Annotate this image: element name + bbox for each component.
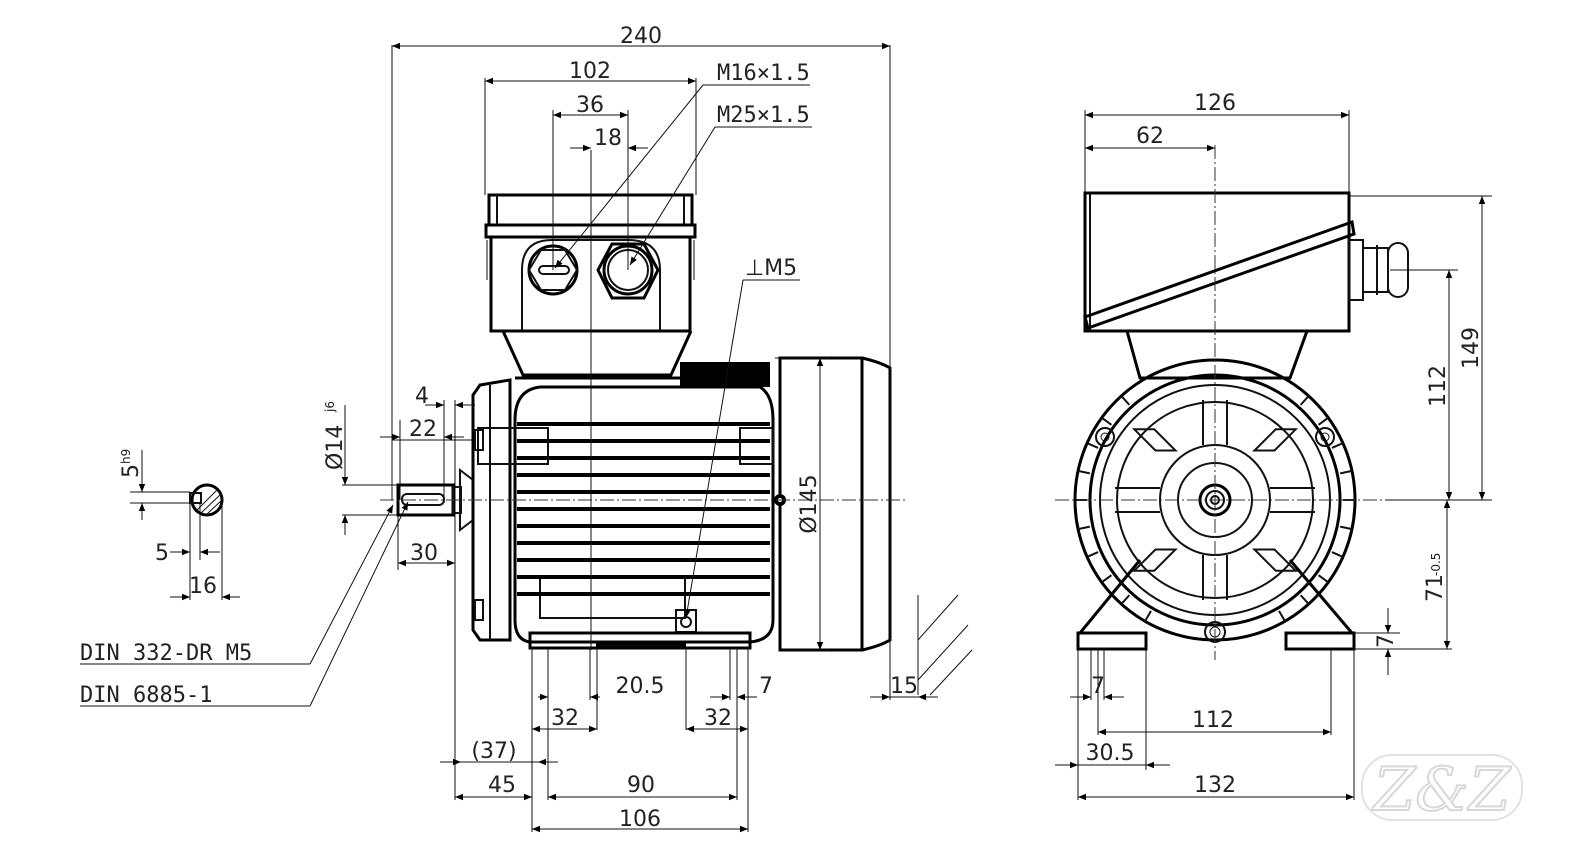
watermark-text: Z&Z	[1372, 755, 1512, 825]
dim-foot-spacing: 90	[627, 773, 655, 798]
label-earth-thread: ⊥M5	[745, 256, 797, 281]
frame-fin	[1317, 574, 1329, 584]
dim-foot-slot: 7	[759, 674, 773, 699]
dim-shaft-to-foot: 45	[488, 773, 516, 798]
dim-gland-spacing: 36	[576, 93, 604, 118]
dim-box-center: 62	[1136, 124, 1164, 149]
dim-box-width: 126	[1194, 91, 1236, 116]
dim-shaft-tolerance: j6	[323, 401, 337, 413]
dim-gland-height: 112	[1426, 365, 1451, 407]
end-ribs	[1075, 395, 1355, 622]
frame-fin	[1101, 416, 1113, 426]
dim-fan-clearance: 15	[890, 674, 918, 699]
frame-fin	[1278, 610, 1286, 622]
fan-cover	[774, 356, 892, 652]
frame-fin	[1086, 551, 1099, 558]
frame-fin	[1339, 469, 1353, 475]
frame-fin	[1144, 610, 1152, 622]
frame-fin	[1101, 574, 1113, 584]
frame-fin	[1331, 442, 1344, 449]
side-view	[380, 150, 905, 652]
dim-shaft-height: 71	[1423, 574, 1448, 602]
end-rib-diagonal	[1131, 548, 1178, 572]
frame-fin	[1077, 469, 1091, 475]
callout-center-hole: DIN 332-DR M5	[80, 641, 252, 666]
frame-fin	[1086, 442, 1099, 449]
end-feet	[1076, 559, 1356, 651]
frame-fin	[1299, 594, 1310, 605]
wall-hatch	[917, 594, 973, 696]
dim-key-height: 5	[119, 464, 144, 478]
dimension-lines	[80, 42, 1492, 833]
dim-fan-cover-diameter: Ø145	[797, 474, 822, 533]
end-view	[1055, 145, 1409, 660]
frame-fin	[1339, 525, 1353, 531]
motor-feet	[528, 631, 752, 650]
dim-shaft-length: 30	[410, 541, 438, 566]
label-gland-small: M16×1.5	[717, 61, 810, 86]
dim-shaft-shoulder: 4	[415, 384, 429, 409]
dim-shaft-height-tol: -0.5	[1429, 553, 1443, 576]
dim-foot-overall: 106	[619, 807, 661, 832]
end-rib-diagonal	[1252, 428, 1299, 452]
watermark-logo: Z&Z	[1361, 754, 1523, 826]
end-shield	[459, 378, 512, 642]
end-rib-diagonal	[1131, 428, 1178, 452]
dim-foot-hole: 20.5	[616, 674, 665, 699]
dim-key-length: 22	[409, 417, 437, 442]
end-terminal-box	[1083, 191, 1409, 380]
key-section	[130, 450, 240, 601]
dim-gland-offset: 18	[594, 126, 622, 151]
frame-fin	[1317, 416, 1329, 426]
dim-terminal-box-width: 102	[569, 59, 611, 84]
label-gland-large: M25×1.5	[717, 103, 810, 128]
dim-shaft-diameter: Ø14	[323, 425, 348, 470]
stator-body	[513, 362, 775, 644]
dim-foot-right: 32	[704, 706, 732, 731]
end-rib-diagonal	[1252, 548, 1299, 572]
dim-end-foot-slot: 7	[1091, 674, 1105, 699]
dim-foot-thickness: 7	[1374, 634, 1399, 648]
frame-fin	[1077, 525, 1091, 531]
cooling-fins	[517, 422, 770, 596]
dim-key-depth: 16	[189, 574, 217, 599]
dim-key-tolerance: h9	[119, 449, 133, 464]
dim-foot-left: 32	[551, 706, 579, 731]
dimension-labels: 240 102 36 18 M16×1.5 M25×1.5 ⊥M5 4 22 Ø…	[80, 24, 1484, 832]
callout-key-standard: DIN 6885-1	[80, 683, 212, 708]
frame-fin	[1120, 594, 1131, 605]
dim-key-width: 5	[155, 541, 169, 566]
frame-fin	[1331, 551, 1344, 558]
dim-overall-length: 240	[620, 24, 662, 49]
dim-overall-height: 149	[1459, 327, 1484, 369]
dim-end-foot-edge: 30.5	[1086, 741, 1135, 766]
dim-end-foot-spacing: 112	[1192, 708, 1234, 733]
frame-fin	[1299, 395, 1310, 406]
dim-flange-to-foot: (37)	[471, 739, 516, 764]
frame-fin	[1120, 395, 1131, 406]
dim-end-foot-overall: 132	[1194, 773, 1236, 798]
